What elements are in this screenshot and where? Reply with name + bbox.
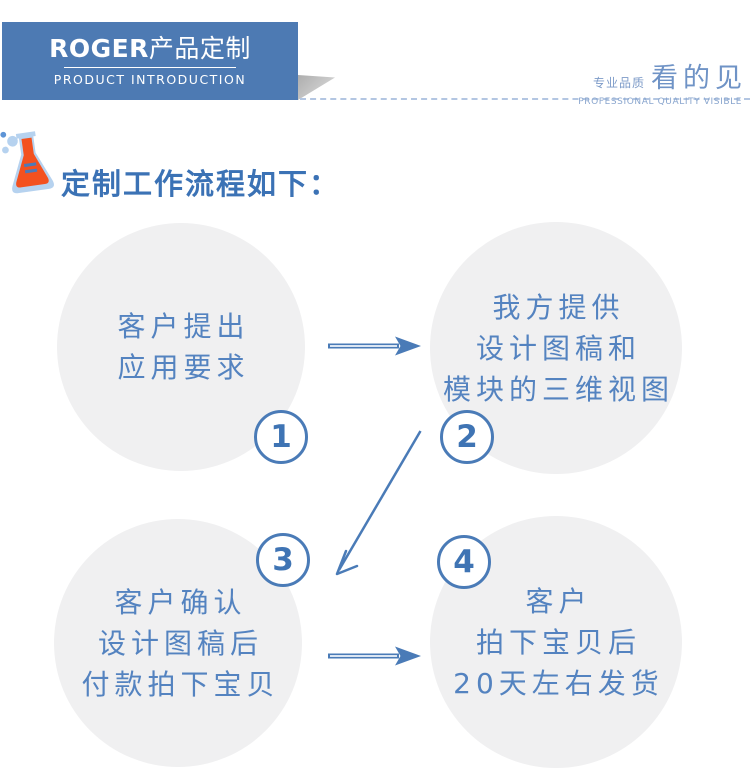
flask-icon [0,121,64,206]
brand-name: ROGER [49,33,149,63]
quality-tagline: 专业品质 看的见 PROFESSIONAL QUALITY VISIBLE [578,56,742,107]
tagline-small-cn: 专业品质 [592,76,645,90]
banner-fold-shadow [298,75,335,100]
tagline-subtitle: PROFESSIONAL QUALITY VISIBLE [578,97,742,107]
tagline-large-cn: 看的见 [651,63,747,94]
step-4-line: 20天左右发货 [453,666,664,700]
arrow-right-icon [328,336,421,356]
step-3-number-badge: 3 [256,533,310,587]
flask-icon-svg [0,131,54,194]
step-1-line: 客户提出 [117,310,250,343]
step-4-number-badge: 4 [437,535,491,589]
step-2-number-badge: 2 [440,410,494,464]
flow-step-1-circle: 客户提出 应用要求 [57,223,305,471]
step-4-line: 客户 [525,584,592,618]
banner-underline [64,66,236,68]
arrow-right-icon [328,646,421,666]
step-4-line: 拍下宝贝后 [475,625,641,659]
step-1-number-badge: 1 [254,410,308,464]
tagline-row: 专业品质 看的见 [578,56,742,95]
banner-subtitle: PRODUCT INTRODUCTION [53,71,247,87]
dashed-divider [300,98,750,100]
step-1-line: 应用要求 [117,351,250,384]
step-3-line: 客户确认 [114,585,247,619]
step-2-line: 我方提供 [492,290,625,324]
section-heading: 定制工作流程如下： [61,167,341,201]
step-3-line: 付款拍下宝贝 [81,667,280,701]
step-3-line: 设计图稿后 [97,626,263,660]
banner-title-cn: 产品定制 [148,33,251,63]
arrow-diagonal-icon [335,430,422,576]
step-2-line: 模块的三维视图 [442,372,674,406]
banner-title: ROGER产品定制 [49,33,251,63]
step-2-line: 设计图稿和 [475,331,641,365]
header-banner: ROGER产品定制 PRODUCT INTRODUCTION [2,22,298,100]
